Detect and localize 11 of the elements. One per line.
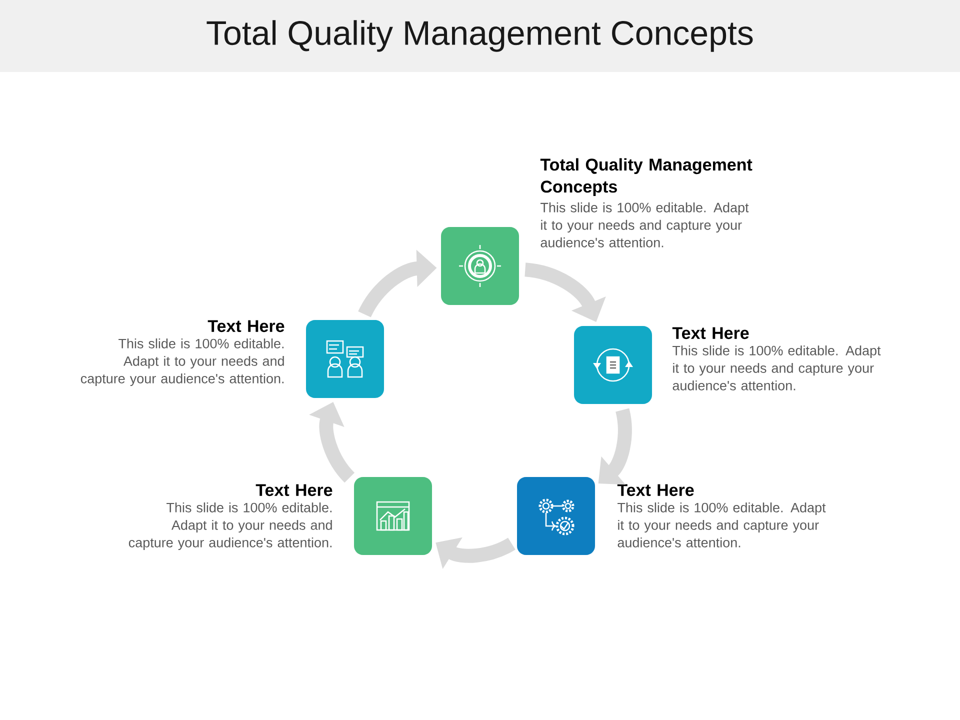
heading: Text Here [256, 484, 332, 496]
description: This slide is 100% editable. Adapt it to your needs and capture your audience's attention. [540, 202, 749, 248]
description: This slide is 100% editable. Adapt it to your needs and capture your audience's attention. [80, 338, 284, 386]
heading: Total Quality Management Concepts [540, 158, 752, 196]
heading: Text Here [617, 484, 694, 496]
heading: Text Here [208, 320, 284, 332]
title-banner: Total Quality Management Concepts [0, 0, 960, 72]
description: This slide is 100% editable. Adapt it to your needs and capture your audience's attention. [672, 345, 881, 390]
description: This slide is 100% editable. Adapt it to your needs and capture your audience's attention. [618, 502, 826, 548]
heading: Text Here [672, 327, 749, 340]
description: This slide is 100% editable. Adapt it to your needs and capture your audience's attention. [128, 502, 332, 550]
